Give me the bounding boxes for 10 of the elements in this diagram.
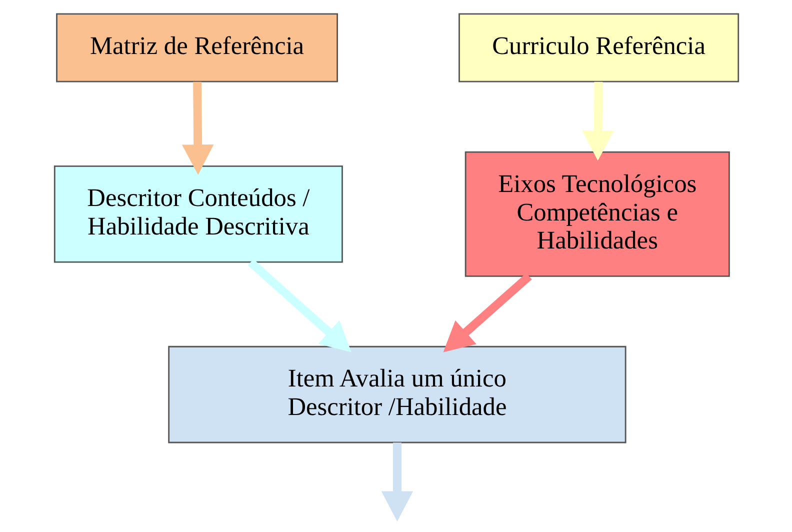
node-box: Item Avalia um único Descritor /Habilidade — [168, 346, 626, 444]
arrow — [380, 442, 413, 522]
arrow — [181, 82, 214, 175]
arrow — [442, 273, 532, 352]
node-box: Curriculo Referência — [458, 13, 739, 82]
node-box: Descritor Conteúdos / Habilidade Descritiva — [53, 165, 342, 263]
node-box: Matriz de Referência — [56, 13, 338, 82]
node-box: Eixos Tecnológicos Competências e Habilidades — [464, 151, 730, 277]
arrow — [582, 82, 614, 161]
arrow — [247, 259, 351, 352]
